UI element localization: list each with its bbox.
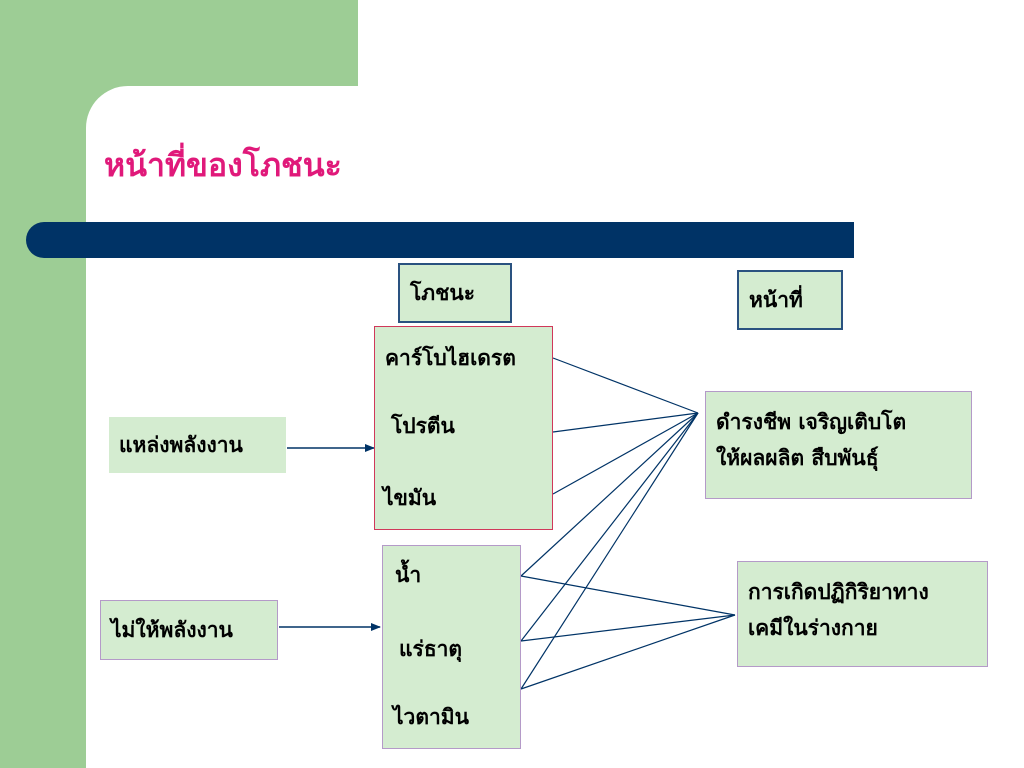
function-growth-line-1: ดำรงชีพ เจริญเติบโต <box>716 409 907 434</box>
energy-source-label: แหล่งพลังงาน <box>119 432 243 458</box>
nutrient-header: โภชนะ <box>398 263 512 323</box>
nutrient-carbohydrate: คาร์โบไฮเดรต <box>385 345 516 370</box>
function-header-label: หน้าที่ <box>749 287 803 313</box>
nutrient-minerals: แร่ธาตุ <box>399 636 463 661</box>
nutrient-fat: ไขมัน <box>383 485 437 510</box>
title-divider-bar <box>26 222 854 258</box>
function-chemical-line-1: การเกิดปฏิกิริยาทาง <box>748 579 929 604</box>
nutrient-water: น้ำ <box>395 562 422 587</box>
function-growth-box: ดำรงชีพ เจริญเติบโต ให้ผลผลิต สืบพันธุ์ <box>705 391 972 499</box>
energy-nutrients-box: คาร์โบไฮเดรต โปรตีน ไขมัน <box>374 326 553 530</box>
energy-source-box: แหล่งพลังงาน <box>109 417 286 473</box>
function-growth-line-2: ให้ผลผลิต สืบพันธุ์ <box>716 445 879 470</box>
non-energy-nutrients-box: น้ำ แร่ธาตุ ไวตามิน <box>382 545 521 749</box>
non-energy-label: ไม่ให้พลังงาน <box>111 617 233 643</box>
slide-title: หน้าที่ของโภชนะ <box>104 146 342 184</box>
nutrient-header-label: โภชนะ <box>410 280 476 306</box>
nutrient-vitamins: ไวตามิน <box>393 704 469 729</box>
function-header: หน้าที่ <box>737 270 843 330</box>
function-chemical-line-2: เคมีในร่างกาย <box>748 615 878 640</box>
non-energy-box: ไม่ให้พลังงาน <box>100 600 278 660</box>
nutrient-protein: โปรตีน <box>391 413 455 438</box>
function-chemical-box: การเกิดปฏิกิริยาทาง เคมีในร่างกาย <box>737 561 988 667</box>
